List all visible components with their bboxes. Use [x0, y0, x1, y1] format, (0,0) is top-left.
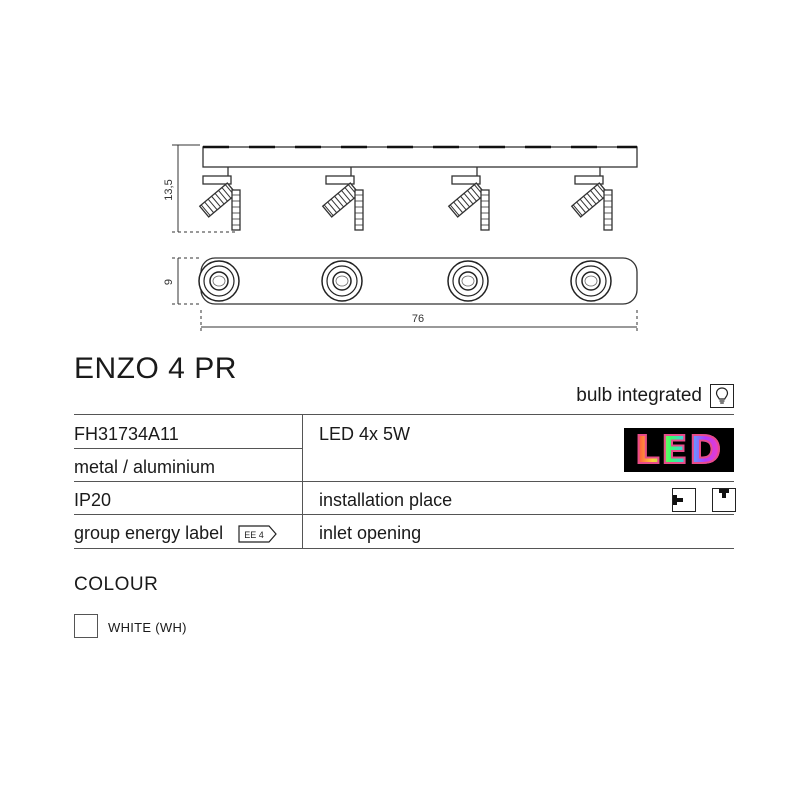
- led-logo: LED: [624, 427, 734, 473]
- inlet-opening: inlet opening: [319, 523, 422, 543]
- material: metal / aluminium: [74, 457, 216, 477]
- led-logo-text: LED: [634, 427, 723, 473]
- height-dimension-label: 13,5: [163, 179, 175, 200]
- table-top-border: [74, 414, 734, 415]
- depth-dimension-label: 9: [163, 279, 175, 285]
- column-divider: [302, 414, 303, 548]
- spot-ring: [447, 260, 489, 302]
- row-divider: [74, 481, 734, 482]
- product-code: FH31734A11: [74, 424, 179, 444]
- light-source: LED 4x 5W: [319, 424, 411, 444]
- height-dimension: [172, 144, 235, 233]
- bulb-integrated-label: bulb integrated: [576, 385, 702, 406]
- spot-ring: [570, 260, 612, 302]
- colour-swatch-white[interactable]: [74, 614, 98, 638]
- spot-ring: [321, 260, 363, 302]
- table-bottom-border: [74, 548, 734, 549]
- ceiling-mount-icon: [712, 488, 736, 512]
- spot-head: [321, 167, 364, 231]
- colour-label: WHITE (WH): [108, 620, 187, 635]
- energy-badge-icon: EE 4: [238, 525, 278, 543]
- spot-rings: [198, 260, 612, 302]
- energy-label-row: group energy label EE 4: [74, 523, 278, 544]
- row-divider: [74, 448, 302, 449]
- spot-ring: [198, 260, 240, 302]
- length-dimension: [200, 310, 638, 332]
- product-title: ENZO 4 PR: [74, 352, 237, 385]
- spot-head: [447, 167, 490, 231]
- spot-head: [198, 167, 241, 231]
- ip-rating: IP20: [74, 490, 112, 510]
- energy-badge-text: EE 4: [244, 530, 264, 540]
- colour-heading: COLOUR: [74, 574, 159, 595]
- technical-drawing: 13,5 9 76: [163, 144, 638, 332]
- installation-place: installation place: [319, 490, 453, 510]
- bulb-integrated: bulb integrated: [576, 384, 734, 408]
- side-view: [198, 145, 638, 231]
- bulb-outline-icon: [710, 384, 734, 408]
- row-divider: [74, 514, 734, 515]
- energy-label-text: group energy label: [74, 523, 224, 543]
- depth-dimension: [172, 257, 200, 305]
- length-dimension-label: 76: [412, 313, 424, 325]
- wall-mount-icon: [672, 488, 696, 512]
- spot-head: [570, 167, 613, 231]
